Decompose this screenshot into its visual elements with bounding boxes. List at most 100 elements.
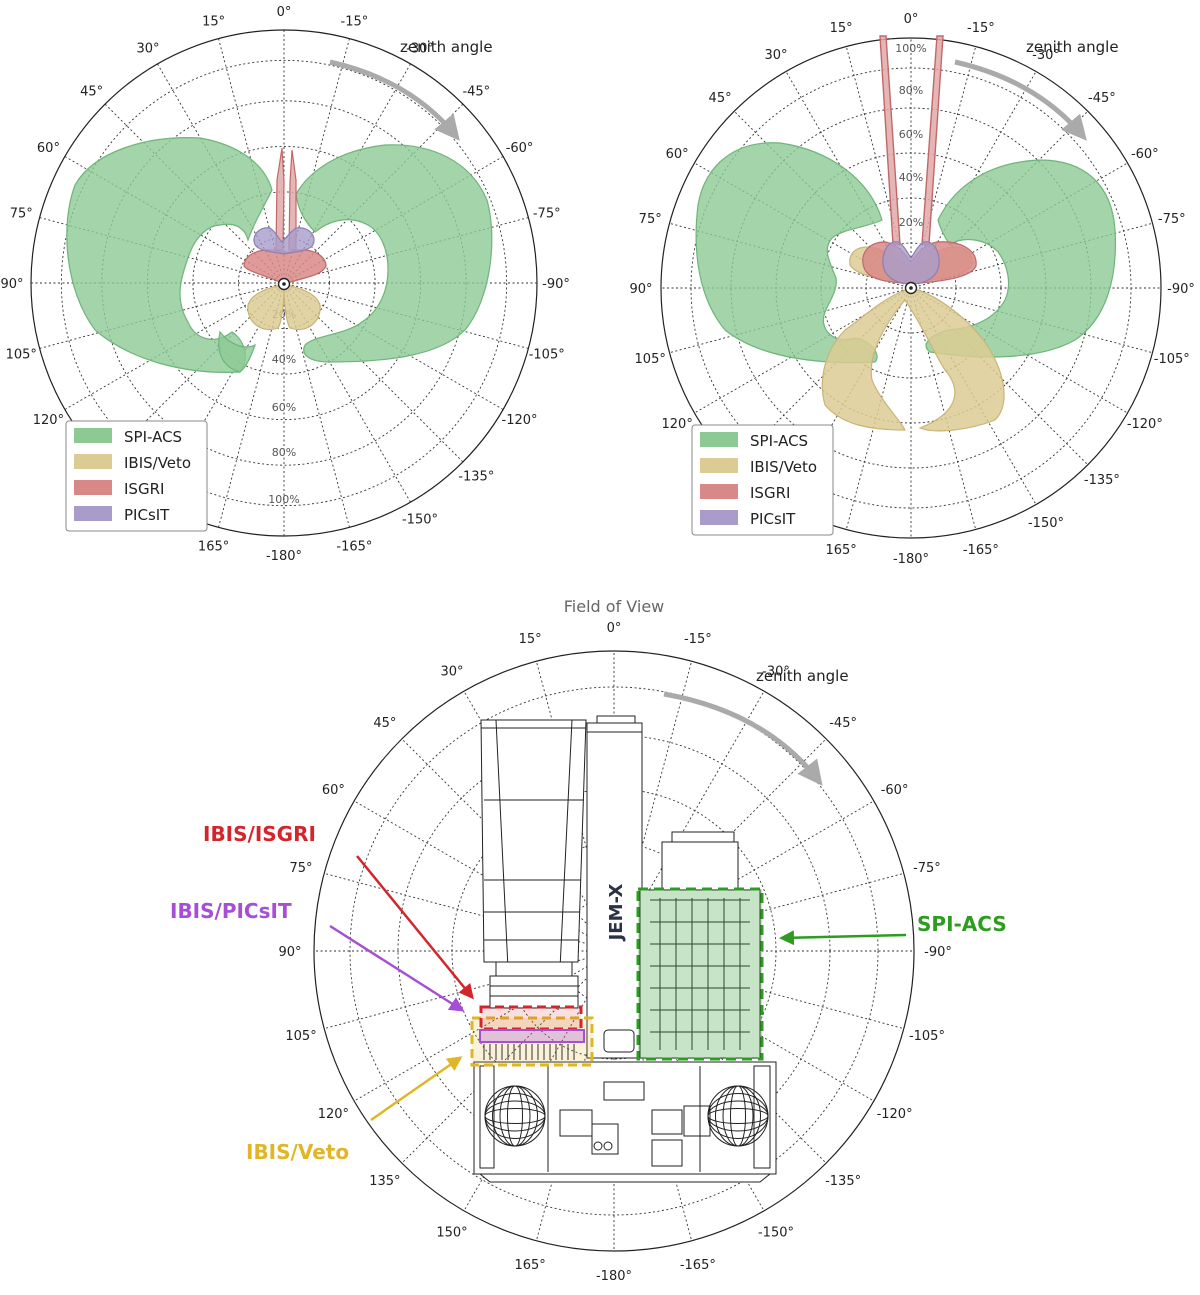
fov-spoke-4	[620, 800, 875, 948]
left-legend-box	[65, 420, 208, 532]
right-zenith-angle-label: zenith angle	[1026, 38, 1119, 56]
right-angle-label-2: -30°	[1032, 48, 1060, 63]
right-angle-label-5: -75°	[1158, 212, 1186, 227]
right-legend-spiacs: SPI-ACS	[750, 432, 808, 450]
left-legend-swatch-veto	[74, 454, 112, 469]
left-spiacs-lobe-left	[66, 137, 273, 373]
fov-spoke-15	[401, 956, 609, 1164]
fov-angle-label-11: -165°	[680, 1258, 716, 1273]
right-angle-label-16: 120°	[662, 417, 693, 432]
right-angle-label-18: 90°	[629, 282, 652, 297]
fov-angle-label-14: 150°	[436, 1226, 467, 1241]
right-radial-label-60: 60%	[899, 128, 923, 141]
right-legend-box	[691, 424, 834, 536]
veto-detector-detail	[483, 1044, 575, 1060]
right-legend-veto: IBIS/Veto	[750, 458, 817, 476]
right-angle-label-4: -60°	[1131, 147, 1159, 162]
left-zenith-angle-label: zenith angle	[400, 38, 493, 56]
left-ring-5	[60, 59, 508, 507]
tank-1-meridian-3	[715, 1085, 761, 1147]
left-radial-label-40: 40%	[272, 353, 296, 366]
right-angle-label-6: -90°	[1167, 282, 1195, 297]
left-angle-label-7: -105°	[529, 347, 565, 362]
service-bolt-2	[603, 1141, 613, 1151]
jemx-tube	[586, 722, 643, 1059]
right-angle-label-20: 60°	[666, 147, 689, 162]
right-legend-swatch-veto	[700, 458, 738, 473]
tank-1-parallel-3	[707, 1093, 769, 1139]
service-box-2	[591, 1123, 619, 1155]
right-angle-label-23: 15°	[830, 21, 853, 36]
fov-angle-label-10: -150°	[758, 1226, 794, 1241]
service-box-1	[559, 1109, 593, 1137]
right-polar-plot: 0°-15°-30°-45°-60°-75°-90°-105°-120°-135…	[629, 12, 1194, 567]
isgri-callout-label: IBIS/ISGRI	[203, 822, 316, 846]
left-center-dot	[282, 282, 286, 286]
left-angle-label-4: -60°	[506, 141, 534, 156]
isgri-callout-arrow	[356, 855, 474, 1000]
fov-angle-label-22: 30°	[440, 664, 463, 679]
ibis-detector-housing	[489, 975, 579, 1009]
fov-spoke-19	[324, 872, 607, 950]
left-angle-label-17: 105°	[6, 347, 37, 362]
right-angle-label-7: -105°	[1154, 352, 1190, 367]
isgri-highlight	[479, 1005, 583, 1031]
right-angle-label-22: 30°	[764, 48, 787, 63]
fov-angle-labels: 0°-15°-30°-45°-60°-75°-90°-105°-120°-135…	[278, 621, 951, 1284]
tank-0-parallel-3	[484, 1093, 546, 1139]
fov-angle-label-7: -105°	[909, 1029, 945, 1044]
ibis-collar	[495, 961, 573, 977]
spacecraft-drawing: JEM-X	[473, 715, 777, 1183]
service-panel-right	[753, 1065, 771, 1169]
left-legend-spiacs: SPI-ACS	[124, 428, 182, 446]
tank-0-meridian-3	[492, 1085, 538, 1147]
right-isgri-needle-right	[921, 35, 944, 245]
fov-angle-label-16: 120°	[318, 1107, 349, 1122]
right-radial-label-100: 100%	[895, 42, 926, 55]
service-box-3	[651, 1109, 683, 1135]
right-angle-label-0: 0°	[904, 12, 919, 27]
veto-callout-label: IBIS/Veto	[246, 1140, 349, 1164]
left-angle-label-6: -90°	[542, 277, 570, 292]
fov-zenith-angle-label: zenith angle	[756, 667, 849, 685]
left-radial-label-80: 80%	[272, 446, 296, 459]
left-radial-label-100: 100%	[268, 493, 299, 506]
left-angle-label-2: -30°	[406, 41, 434, 56]
left-spiacs-bottom-lobe	[218, 330, 257, 373]
left-legend-swatch-spiacs	[74, 428, 112, 443]
right-angle-label-11: -165°	[963, 543, 999, 558]
spiacs-highlight	[636, 887, 764, 1061]
left-angle-label-13: 165°	[198, 540, 229, 555]
right-legend-swatch-spiacs	[700, 432, 738, 447]
left-angle-label-0: 0°	[277, 5, 292, 20]
right-center-dot	[909, 286, 913, 290]
right-radial-label-20: 20%	[899, 216, 923, 229]
spiacs-callout-arrow	[779, 930, 907, 946]
right-angle-labels: 0°-15°-30°-45°-60°-75°-90°-105°-120°-135…	[629, 12, 1194, 567]
left-polar-plot: 0°-15°-30°-45°-60°-75°-90°-105°-120°-135…	[0, 5, 569, 564]
right-zenith-arrow	[954, 59, 1087, 141]
left-legend-isgri: ISGRI	[124, 480, 164, 498]
veto-callout-arrow	[370, 1056, 463, 1122]
picsit-callout-label: IBIS/PICsIT	[170, 899, 292, 923]
fov-title: Field of View	[564, 597, 665, 616]
right-angle-label-21: 45°	[709, 91, 732, 106]
fov-spoke-1	[615, 661, 693, 944]
left-legend-swatch-picsit	[74, 506, 112, 521]
fov-angle-label-9: -135°	[825, 1174, 861, 1189]
service-module-base	[478, 1173, 772, 1183]
left-angle-label-3: -45°	[462, 85, 490, 100]
left-legend-veto: IBIS/Veto	[124, 454, 191, 472]
fov-angle-label-12: -180°	[596, 1269, 632, 1284]
fov-angle-label-19: 75°	[290, 861, 313, 876]
left-angle-label-16: 120°	[33, 413, 64, 428]
fov-zenith-arrow	[663, 691, 823, 786]
left-legend-swatch-isgri	[74, 480, 112, 495]
right-radial-label-80: 80%	[899, 84, 923, 97]
left-spiacs-lobe-right	[295, 144, 493, 363]
left-legend: SPI-ACS IBIS/Veto ISGRI PICsIT	[65, 420, 208, 532]
fov-spoke-16	[353, 954, 608, 1102]
left-picsit-shape	[253, 227, 315, 255]
service-box-6	[603, 1081, 645, 1101]
jemx-label: JEM-X	[606, 883, 627, 942]
